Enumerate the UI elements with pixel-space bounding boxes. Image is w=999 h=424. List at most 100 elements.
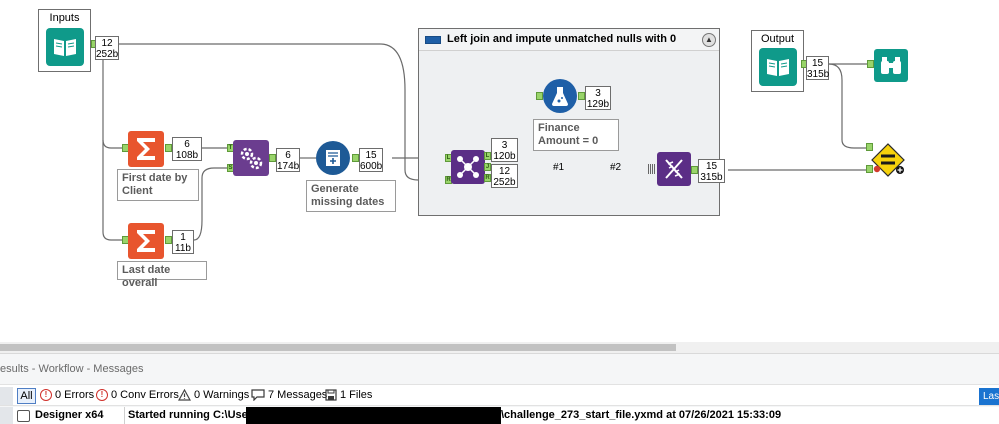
count-value: 12 (101, 38, 113, 49)
join-left-record-count: 3 120b (491, 138, 518, 162)
filter-errors-button[interactable]: ! 0 Errors (40, 389, 94, 401)
results-message-row[interactable]: Designer x64 Started running C:\Users \c… (0, 407, 999, 424)
count-value: 6 (184, 139, 190, 150)
container-icon (425, 36, 441, 44)
generate-rows-tool[interactable] (316, 141, 350, 175)
test-tool[interactable] (870, 143, 906, 177)
wire-label-1: #1 (553, 162, 565, 173)
output-input-data-tool[interactable] (759, 48, 797, 86)
gears-icon (240, 147, 263, 170)
filter-files-button[interactable]: 1 Files (325, 389, 372, 401)
input-data-tool[interactable] (46, 28, 84, 66)
size-value: 11b (175, 243, 191, 254)
scrollbar-thumb[interactable] (0, 344, 676, 351)
summarize-last-output-anchor[interactable] (165, 236, 172, 244)
formula-annotation: Finance Amount = 0 (533, 119, 619, 151)
message-row-icon (17, 410, 30, 422)
filter-all-button[interactable]: All (17, 388, 36, 404)
generate-record-count: 15 600b (359, 148, 383, 172)
count-value: 12 (498, 166, 511, 177)
filter-warnings-button[interactable]: 0 Warnings (178, 389, 249, 401)
size-value: 315b (700, 172, 723, 183)
union-record-count: 15 315b (698, 159, 725, 183)
formula-record-count: 3 129b (585, 86, 611, 110)
size-value: 252b (96, 49, 119, 60)
size-value: 252b (493, 177, 516, 188)
join-r-output-anchor[interactable]: R (484, 174, 491, 182)
error-badge-icon (873, 165, 881, 173)
test-input-anchor-2[interactable] (866, 165, 873, 173)
sigma-icon (137, 138, 155, 160)
formula-output-anchor[interactable] (578, 92, 585, 100)
last-run-button[interactable]: Las (979, 388, 999, 405)
binoculars-icon (881, 56, 901, 74)
append-record-count: 6 174b (276, 148, 300, 172)
union-output-anchor[interactable] (691, 166, 698, 174)
count-value: 6 (285, 150, 291, 161)
size-value: 315b (807, 69, 830, 80)
count-value: 3 (595, 88, 601, 99)
row-side-icon (0, 407, 13, 424)
join-container-title: Left join and impute unmatched nulls wit… (447, 33, 677, 45)
sigma-icon (137, 230, 155, 252)
summarize-first-output-anchor[interactable] (165, 144, 172, 152)
browse-input-anchor[interactable] (867, 60, 874, 68)
list-plus-icon (326, 150, 340, 166)
canvas-horizontal-scrollbar[interactable] (0, 342, 999, 353)
summarize-first-tool[interactable] (128, 131, 164, 167)
filter-conv-errors-button[interactable]: ! 0 Conv Errors (96, 389, 179, 401)
join-l-output-anchor[interactable]: L (484, 152, 491, 160)
size-value: 129b (586, 99, 610, 110)
append-output-anchor[interactable] (269, 154, 276, 162)
size-value: 600b (360, 161, 383, 172)
conv-errors-label: 0 Conv Errors (111, 389, 179, 401)
count-value: 3 (501, 140, 508, 151)
results-toolbar: All ! 0 Errors ! 0 Conv Errors 0 Warning… (0, 384, 999, 406)
inputs-container[interactable]: Inputs (38, 9, 91, 72)
book-icon (54, 39, 76, 56)
output-input-record-count: 15 315b (806, 56, 829, 80)
column-divider (124, 407, 125, 424)
errors-label: 0 Errors (55, 389, 95, 401)
warning-icon (178, 389, 191, 401)
message-text-end: \challenge_273_start_file.yxmd at 07/26/… (501, 409, 782, 421)
output-container[interactable]: Output (751, 30, 804, 92)
join-j-output-anchor[interactable]: J (484, 163, 491, 171)
generate-output-anchor[interactable] (352, 154, 359, 162)
union-multi-input-anchor[interactable] (648, 164, 656, 174)
filter-messages-button[interactable]: 7 Messages (251, 389, 327, 401)
workflow-canvas[interactable]: Inputs 12 252b 6 108b First (0, 0, 999, 342)
join-tool[interactable] (451, 150, 485, 184)
dna-icon (665, 159, 683, 179)
message-icon (251, 389, 265, 401)
error-icon: ! (40, 389, 52, 401)
wire-label-2: #2 (610, 162, 622, 173)
last-date-annotation: Last date overall (117, 261, 207, 289)
append-fields-tool[interactable] (233, 140, 269, 176)
size-value: 174b (277, 161, 300, 172)
formula-tool[interactable] (543, 79, 577, 113)
book-icon (767, 59, 789, 76)
join-container-header: Left join and impute unmatched nulls wit… (419, 29, 719, 51)
union-tool[interactable] (657, 152, 691, 186)
redacted-path (246, 407, 501, 424)
count-value: 15 (811, 58, 824, 69)
join-icon (457, 156, 479, 178)
conv-error-icon: ! (96, 389, 108, 401)
size-value: 108b (175, 150, 199, 161)
panel-side-icon[interactable] (0, 387, 13, 405)
summarize-last-tool[interactable] (128, 223, 164, 259)
chevron-up-icon[interactable]: ▲ (702, 33, 716, 47)
size-value: 120b (493, 151, 516, 162)
save-icon (325, 389, 337, 401)
message-source: Designer x64 (35, 409, 104, 421)
first-date-annotation: First date by Client (117, 169, 199, 201)
browse-tool[interactable] (874, 49, 908, 82)
message-text-start: Started running C:\Users (128, 409, 259, 421)
warnings-label: 0 Warnings (194, 389, 250, 401)
formula-input-anchor[interactable] (536, 92, 543, 100)
count-value: 1 (180, 232, 186, 243)
test-input-anchor-1[interactable] (866, 143, 873, 151)
generate-annotation: Generate missing dates (306, 180, 396, 212)
